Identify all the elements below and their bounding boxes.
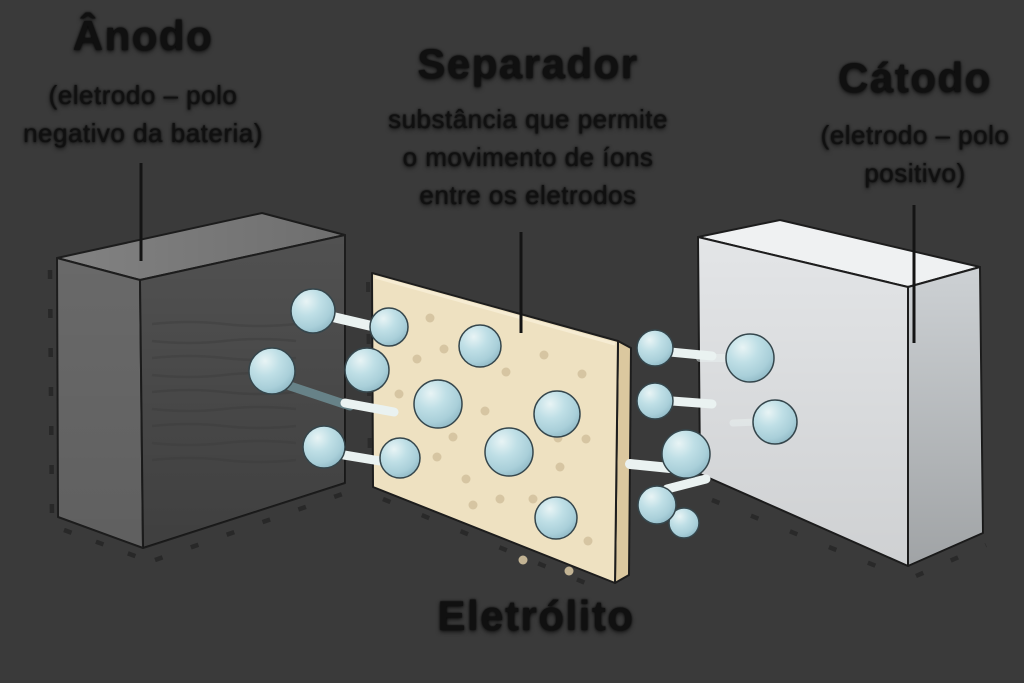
ion-sphere	[668, 507, 700, 539]
separator-pore-dot	[394, 389, 404, 399]
separator-pore-dot	[425, 313, 435, 323]
ion-trail	[662, 474, 711, 494]
sketch-dashes	[47, 269, 987, 597]
ion-sphere	[533, 390, 581, 438]
separator-pore-dot	[448, 432, 458, 442]
separator-pore-dot	[432, 452, 442, 462]
ion-sphere	[752, 399, 798, 445]
ion-sphere	[290, 288, 336, 334]
separator-pore-dot	[555, 462, 565, 472]
ion-trail	[667, 396, 717, 409]
separator-pore-dot	[501, 367, 511, 377]
sketch-dash	[711, 497, 907, 581]
ion-sphere	[369, 307, 409, 347]
cathode-right-shading	[908, 267, 983, 566]
cathode-front-shading	[698, 237, 908, 566]
separator-pore-dot	[583, 536, 593, 546]
anode-texture-line	[151, 320, 297, 328]
anode-texture-lines	[151, 320, 297, 464]
separator-top-highlight	[374, 275, 616, 346]
separator-pore-dot	[412, 354, 422, 364]
sketch-dash	[63, 527, 147, 563]
separator-pores	[394, 313, 593, 576]
ion-sphere	[302, 425, 346, 469]
ion-trail	[340, 398, 399, 417]
ion-sphere	[413, 379, 463, 429]
anode-texture-line	[151, 405, 297, 413]
separator-pore-dot	[564, 566, 574, 576]
anode-texture-line	[151, 337, 297, 345]
ion-sphere	[458, 324, 502, 368]
anode-texture-line	[151, 422, 297, 430]
separator-pore-dot	[539, 350, 549, 360]
separator-pore-dot	[495, 494, 505, 504]
ion-sphere	[636, 329, 674, 367]
ion-sphere	[379, 437, 421, 479]
ion-spheres	[248, 288, 798, 540]
sketch-dash	[47, 269, 55, 521]
ion-sphere	[534, 496, 578, 540]
separator-pore-dot	[480, 406, 490, 416]
separator-pore-dot	[461, 474, 471, 484]
anode-top-shading	[57, 213, 345, 280]
ion-sphere	[248, 347, 296, 395]
ion-sphere	[636, 382, 674, 420]
ion-trail	[285, 381, 355, 411]
separator-pore-dot	[468, 500, 478, 510]
separator-pore-dot	[581, 434, 591, 444]
anode-texture-line	[151, 439, 297, 447]
separator-pore-dot	[577, 369, 587, 379]
ion-sphere	[344, 347, 390, 393]
ion-sphere	[725, 333, 775, 383]
ion-sphere	[484, 427, 534, 477]
separator-pore-dot	[439, 344, 449, 354]
ion-trail	[625, 459, 675, 473]
ion-sphere	[637, 485, 677, 525]
cathode-box	[697, 219, 984, 567]
separator-pore-dot	[518, 555, 528, 565]
anode-box	[56, 212, 346, 549]
anode-left-shading	[57, 258, 143, 548]
separator-pore-dot	[528, 494, 538, 504]
ion-sphere	[661, 429, 711, 479]
sketch-dash	[915, 542, 987, 579]
anode-texture-line	[151, 456, 297, 464]
